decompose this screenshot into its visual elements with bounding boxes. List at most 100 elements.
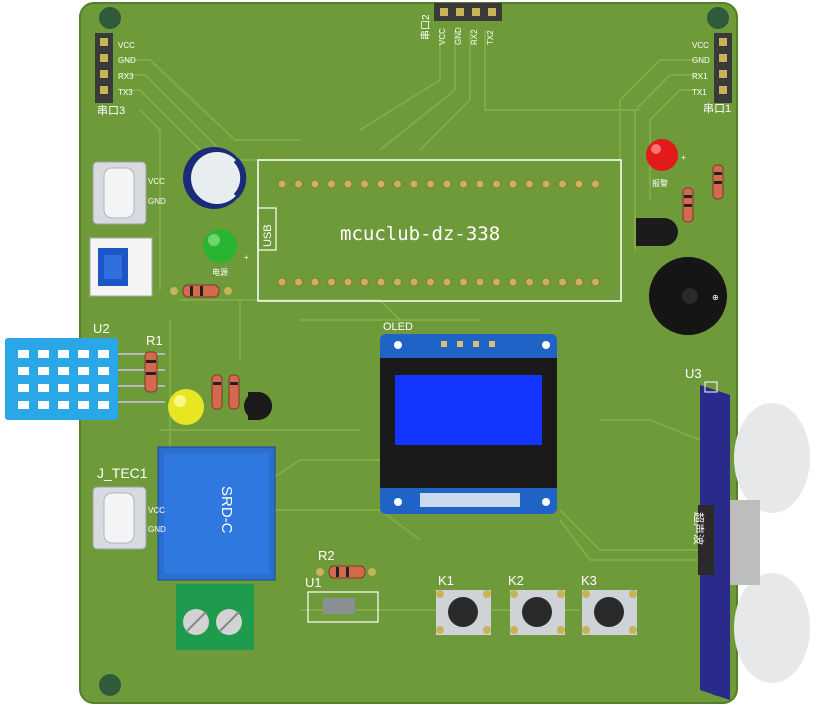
mcu-pin	[360, 277, 369, 287]
mcu-pin	[294, 277, 303, 287]
k1-label: K1	[438, 573, 454, 588]
mcu-pin	[558, 277, 567, 287]
mcu-pin	[574, 277, 584, 287]
traces	[120, 30, 701, 611]
capacitor-icon	[183, 147, 247, 209]
dht-vent	[18, 384, 29, 392]
port2-pin-4: TX2	[486, 30, 495, 45]
port3-pin-2: GND	[118, 56, 136, 65]
port3-label: 串口3	[97, 104, 125, 117]
port2-label: 串口2	[420, 14, 432, 40]
mcu-pin	[442, 179, 452, 189]
mcu-pin	[426, 277, 435, 287]
u1-label: U1	[305, 575, 322, 590]
mcu-pin	[393, 277, 402, 287]
r1-label: R1	[146, 333, 163, 348]
button-k2[interactable]: K2	[508, 573, 565, 635]
buzzer-icon: ⊕	[649, 257, 727, 335]
mcu-pin	[459, 277, 468, 287]
dht-vent	[18, 350, 29, 358]
svg-text:⊕: ⊕	[712, 293, 719, 302]
usb-label: USB	[262, 224, 274, 247]
r1-resistor: R1	[118, 333, 165, 403]
resistor-right-1	[682, 187, 694, 223]
svg-text:+: +	[681, 153, 686, 162]
mcu-pins-bottom	[277, 277, 600, 287]
port2-pin-1: VCC	[438, 28, 447, 45]
dht-vent	[38, 367, 49, 375]
mcu-pin	[277, 277, 287, 287]
u3-label: U3	[685, 366, 702, 381]
dht-vent	[58, 367, 69, 375]
mcu-pin	[525, 179, 534, 189]
usb-power-gnd: GND	[148, 197, 166, 206]
led-green-label: 电源	[212, 267, 228, 277]
button-k1[interactable]: K1	[436, 573, 491, 635]
mcu-pin	[376, 277, 386, 287]
dht-vent	[98, 384, 109, 392]
transistor-right	[636, 218, 678, 246]
dht-vent	[78, 350, 89, 358]
tec-pin-1: VCC	[148, 506, 165, 515]
led-red-label: 报警	[652, 178, 668, 188]
k3-label: K3	[581, 573, 597, 588]
mcu-pin	[459, 179, 468, 189]
button-k3[interactable]: K3	[581, 573, 637, 635]
ultrasonic-label: 超声波	[692, 512, 706, 545]
mcu-pin	[393, 179, 402, 189]
oled-display: OLED	[380, 321, 557, 514]
mcu-pin	[558, 179, 567, 189]
mcu-pin	[591, 277, 600, 287]
u1-module: U1	[305, 575, 379, 623]
port1-pin-2: GND	[692, 56, 710, 65]
mcu-pin	[343, 277, 353, 287]
mcu-pin	[492, 277, 501, 287]
resistor-mid-2	[228, 374, 240, 410]
dht-vent	[58, 350, 69, 358]
mcu-pin	[492, 179, 501, 189]
dht-vent	[98, 401, 109, 409]
u2-label: U2	[93, 321, 110, 336]
mcu-pin	[409, 277, 419, 287]
usb-c-connector: VCC GND	[92, 161, 166, 225]
port1-label: 串口1	[703, 102, 731, 115]
mcu-module: USB mcuclub-dz-338	[257, 159, 622, 302]
dht-vent	[78, 384, 89, 392]
dht-vent	[78, 367, 89, 375]
dht-vent	[98, 367, 109, 375]
port1-pin-3: RX1	[692, 72, 708, 81]
mcu-pin	[343, 179, 353, 189]
power-switch	[89, 237, 153, 297]
mcu-pin	[508, 179, 518, 189]
mcu-pin	[360, 179, 369, 189]
port3-pin-4: TX3	[118, 88, 133, 97]
mcu-pin	[541, 179, 551, 189]
usb-power-vcc: VCC	[148, 177, 165, 186]
mcu-pin	[409, 179, 419, 189]
mcu-pin	[574, 179, 584, 189]
dht-vent	[38, 401, 49, 409]
mcu-pins-top	[277, 179, 600, 189]
board-title: mcuclub-dz-338	[340, 223, 500, 245]
mcu-pin	[541, 277, 551, 287]
r2-resistor: R2	[316, 548, 376, 579]
led-red: + 报警	[646, 139, 686, 188]
led-yellow	[168, 389, 204, 425]
port2-header: VCC GND RX2 TX2 串口2	[420, 3, 502, 45]
port1-header: VCC GND RX1 TX1 串口1	[692, 33, 732, 115]
mcu-pin	[442, 277, 452, 287]
terminal-block	[176, 584, 254, 650]
oled-label: OLED	[383, 321, 413, 333]
led-green: + 电源	[203, 229, 249, 277]
dht-vent	[38, 384, 49, 392]
mcu-pin	[475, 277, 485, 287]
port3-pin-1: VCC	[118, 41, 135, 50]
mcu-pin	[310, 179, 320, 189]
port3-header: VCC GND RX3 TX3 串口3	[95, 33, 136, 117]
j-tec1-connector: J_TEC1 VCC GND	[92, 465, 166, 550]
mcu-pin	[376, 179, 386, 189]
dht-sensor-icon: U2	[5, 321, 118, 420]
mcu-pin	[525, 277, 534, 287]
transistor-mid	[244, 392, 272, 420]
